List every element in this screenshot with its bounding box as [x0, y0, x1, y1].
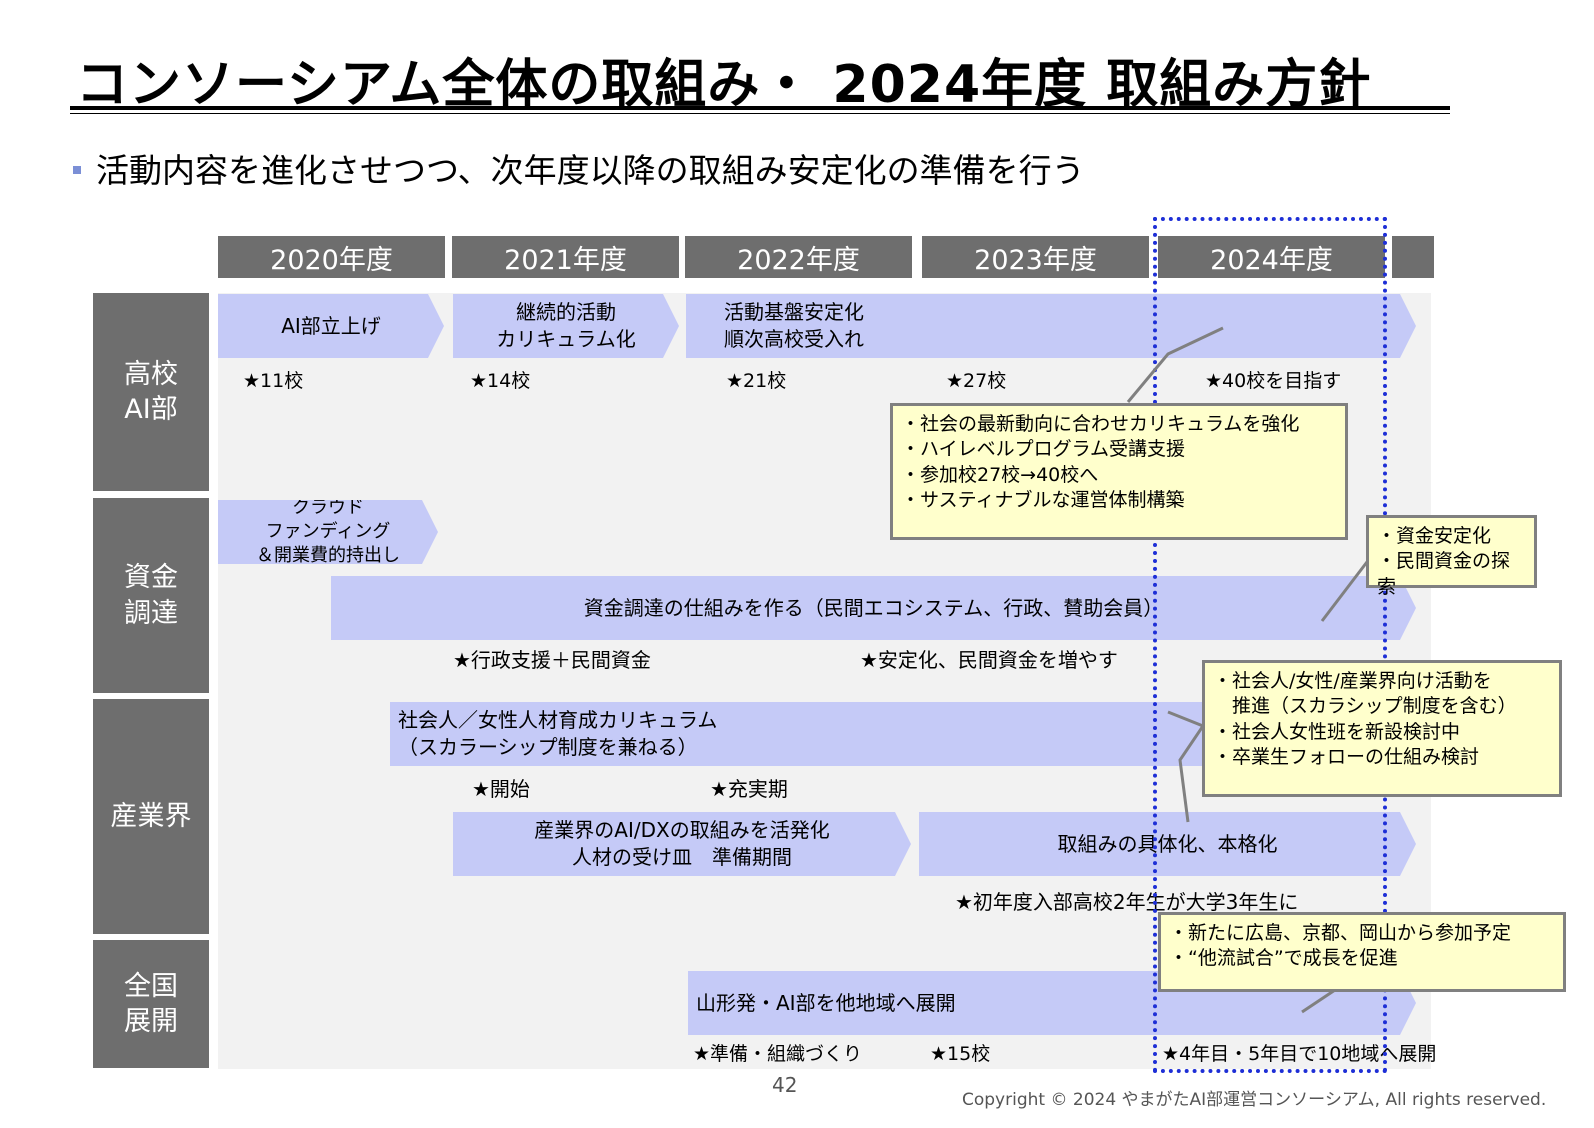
star-fund-b: ★安定化、民間資金を増やす — [860, 648, 1118, 672]
title-underline-thin — [70, 113, 1450, 114]
arrow-hs-stable: 活動基盤安定化 順次高校受入れ — [686, 294, 1416, 358]
slide-title: コンソーシアム全体の取組み・ 2024年度 取組み方針 — [76, 55, 1372, 115]
note-funding: ・資金安定化 ・民間資金の探索 — [1366, 515, 1537, 598]
star-nat-10: ★4年目・5年目で10地域へ展開 — [1162, 1043, 1437, 1065]
arrow-fund-crowd: クラウド ファンディング ＆開業費的持出し — [218, 500, 438, 564]
year-header-2021: 2021年度 — [452, 236, 679, 278]
note-national: ・新たに広島、京都、岡山から参加予定 ・“他流試合”で成長を促進 — [1158, 912, 1566, 992]
row-header-national: 全国 展開 — [93, 940, 209, 1068]
year-header-2022: 2022年度 — [685, 236, 912, 278]
arrow-ind-concrete: 取組みの具体化、本格化 — [919, 812, 1416, 876]
leader-line-hs — [1126, 326, 1224, 403]
arrow-fund-system: 資金調達の仕組みを作る（民間エコシステム、行政、賛助会員） — [331, 576, 1416, 640]
star-hs-2021: ★14校 — [470, 370, 531, 392]
star-hs-2023: ★27校 — [946, 370, 1007, 392]
row-header-funding: 資金 調達 — [93, 498, 209, 693]
arrow-ind-activate: 産業界のAI/DXの取組みを活発化 人材の受け皿 準備期間 — [453, 812, 911, 876]
year-header-2020: 2020年度 — [218, 236, 445, 278]
row-header-industry: 産業界 — [93, 699, 209, 934]
highlight-2024-frame — [1153, 217, 1387, 1073]
star-ind-grad: ★初年度入部高校2年生が大学3年生に — [955, 890, 1299, 914]
note-industry: ・社会人/女性/産業界向け活動を 推進（スカラシップ制度を含む） ・社会人女性班… — [1202, 660, 1562, 797]
year-header-2024: 2024年度 — [1158, 236, 1385, 278]
star-hs-2020: ★11校 — [243, 370, 304, 392]
copyright: Copyright © 2024 やまがたAI部運営コンソーシアム, All r… — [962, 1090, 1547, 1110]
row-header-highschool: 高校 AI部 — [93, 293, 209, 491]
star-ind-full: ★充実期 — [710, 777, 788, 801]
star-nat-15: ★15校 — [930, 1043, 991, 1065]
note-highschool: ・社会の最新動向に合わせカリキュラムを強化 ・ハイレベルプログラム受講支援 ・参… — [890, 403, 1348, 540]
leader-line-nat — [1301, 988, 1336, 1014]
leader-line-fund — [1320, 557, 1372, 622]
subtitle: 活動内容を進化させつつ、次年度以降の取組み安定化の準備を行う — [96, 151, 1085, 190]
star-ind-start: ★開始 — [472, 777, 530, 801]
star-hs-2024: ★40校を目指す — [1205, 370, 1342, 392]
star-hs-2022: ★21校 — [726, 370, 787, 392]
arrow-hs-curriculum: 継続的活動 カリキュラム化 — [453, 294, 679, 358]
bullet-square-icon — [73, 166, 81, 174]
arrow-hs-launch: AI部立上げ — [218, 294, 444, 358]
page-number: 42 — [772, 1073, 798, 1097]
star-fund-a: ★行政支援＋民間資金 — [453, 648, 651, 672]
year-header-2023: 2023年度 — [922, 236, 1149, 278]
leader-line-ind — [1167, 710, 1206, 823]
year-header-extra — [1392, 236, 1434, 278]
star-nat-prep: ★準備・組織づくり — [693, 1043, 863, 1065]
title-underline — [70, 106, 1450, 110]
